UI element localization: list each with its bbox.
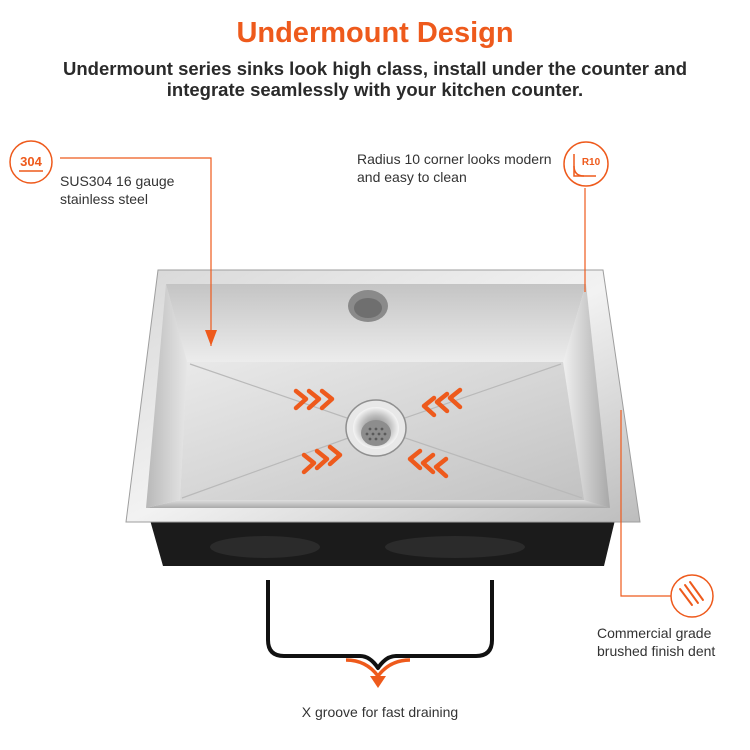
callout-corner-line1: Radius 10 corner looks modern [357, 151, 552, 167]
sink-back-wall [166, 284, 586, 362]
callout-groove: X groove for fast draining [0, 703, 750, 721]
callout-material-line2: stainless steel [60, 191, 148, 207]
sink-right-wall [563, 284, 610, 508]
callout-finish: Commercial grade brushed finish dent [597, 624, 715, 660]
sink-left-wall [146, 284, 187, 508]
brushed-finish-icon [670, 574, 714, 618]
x-groove-lines [181, 363, 583, 499]
arrow-lower-right [407, 448, 449, 479]
callout-line-finish [620, 410, 672, 597]
callout-finish-line2: brushed finish dent [597, 643, 716, 659]
arrow-upper-left [293, 388, 335, 411]
radius-badge-label: R10 [582, 157, 601, 168]
drain-strainer [345, 399, 407, 457]
arrow-upper-right [421, 387, 463, 418]
page-title: Undermount Design [236, 17, 514, 49]
callout-finish-line1: Commercial grade [597, 625, 712, 641]
material-badge-label: 304 [20, 154, 42, 169]
page-subtitle: Undermount series sinks look high class,… [63, 58, 687, 100]
callout-pointer-material [205, 330, 217, 346]
sound-pad [385, 536, 525, 558]
sink-front-wall [146, 500, 610, 508]
groove-profile [266, 580, 494, 670]
arrow-lower-left [301, 444, 343, 475]
callout-material-line1: SUS304 16 gauge [60, 173, 175, 189]
drain-arrows [293, 387, 463, 479]
callout-material: SUS304 16 gauge stainless steel [60, 172, 174, 208]
sound-pad [210, 536, 320, 558]
material-badge: 304 [9, 140, 53, 184]
callout-corner: Radius 10 corner looks modern and easy t… [357, 150, 552, 186]
callout-groove-label: X groove for fast draining [301, 704, 459, 720]
callout-line-material [60, 157, 212, 346]
groove-arrow-head [370, 676, 386, 688]
radius-badge: R10 [563, 141, 609, 187]
overflow-hole-inner [354, 298, 382, 318]
callout-corner-line2: and easy to clean [357, 169, 467, 185]
